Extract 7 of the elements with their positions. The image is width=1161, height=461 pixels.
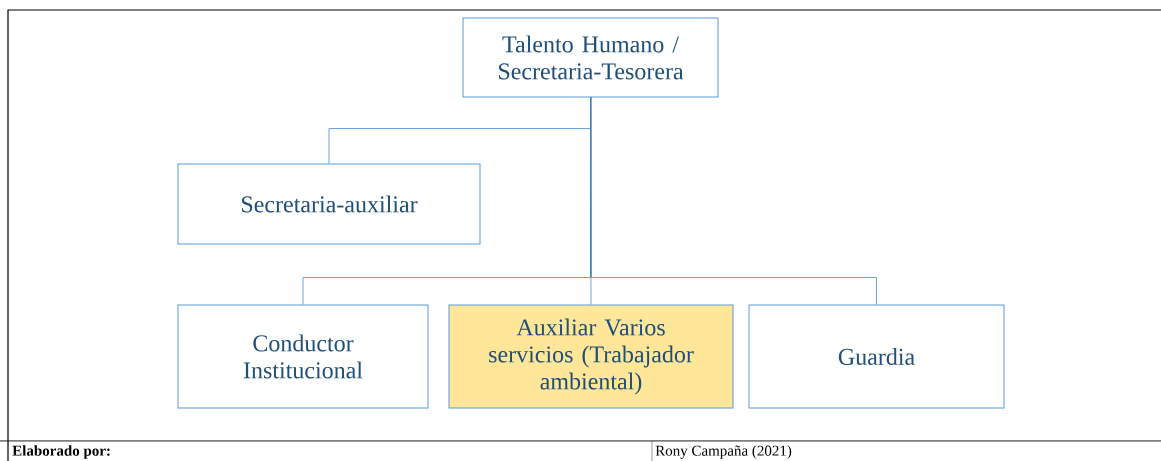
org-box: Conductor Institucional [177,304,429,409]
org-box: Auxiliar Varios servicios (Trabajador ambiental) [448,304,734,409]
footer-label: Elaborado por: [12,445,110,459]
footer-label: Rony Campaña (2021) [655,445,792,459]
org-box: Talento Humano / Secretaria-Tesorera [462,17,719,98]
org-box: Secretaria-auxiliar [177,163,481,245]
org-box: Guardia [748,304,1005,409]
